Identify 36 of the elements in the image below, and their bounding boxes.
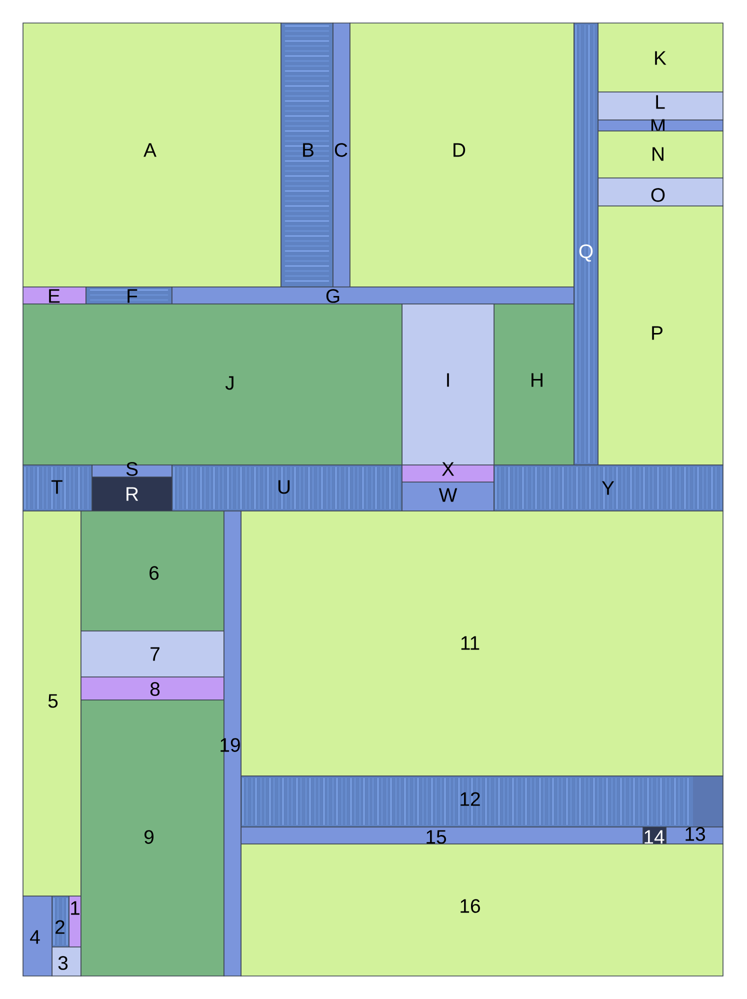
region-box: L (598, 92, 724, 120)
region-box: A (22, 22, 282, 288)
region-box: N (598, 130, 724, 178)
region-box: D (350, 22, 574, 288)
region-box: 15 (240, 826, 644, 844)
region-box: Q (574, 22, 598, 466)
region-box: 16 (240, 844, 724, 976)
region-box: K (598, 22, 724, 92)
region-box: T (22, 464, 92, 512)
region-box: H (494, 304, 574, 466)
region-box: B (280, 22, 334, 288)
region-box: 12 (240, 776, 724, 828)
region-box: 11 (240, 510, 724, 776)
region-box: 4 (22, 896, 52, 976)
region-box: 7 (80, 630, 224, 678)
region-box: 3 (52, 946, 82, 976)
region-box: G (172, 286, 574, 304)
region-box: 2 (52, 896, 70, 948)
region-box: 14 (642, 826, 666, 844)
region-box: Y (494, 464, 724, 512)
region-box: R (92, 476, 172, 512)
region-box: 5 (22, 510, 82, 896)
node-label: Q (579, 244, 593, 262)
region-box: X (402, 462, 494, 482)
region-box: P (598, 206, 724, 466)
region-box: S (92, 462, 172, 478)
region-box: E (22, 286, 86, 304)
region-box: 8 (80, 676, 224, 700)
region-box: 6 (80, 510, 224, 632)
region-box: 1 (68, 896, 82, 948)
region-box: F (86, 286, 172, 304)
region-box: O (598, 178, 724, 206)
region-box: U (172, 464, 402, 512)
region-box: 13 (666, 826, 724, 844)
region-box: W (402, 482, 494, 512)
region-box: C (332, 22, 350, 288)
